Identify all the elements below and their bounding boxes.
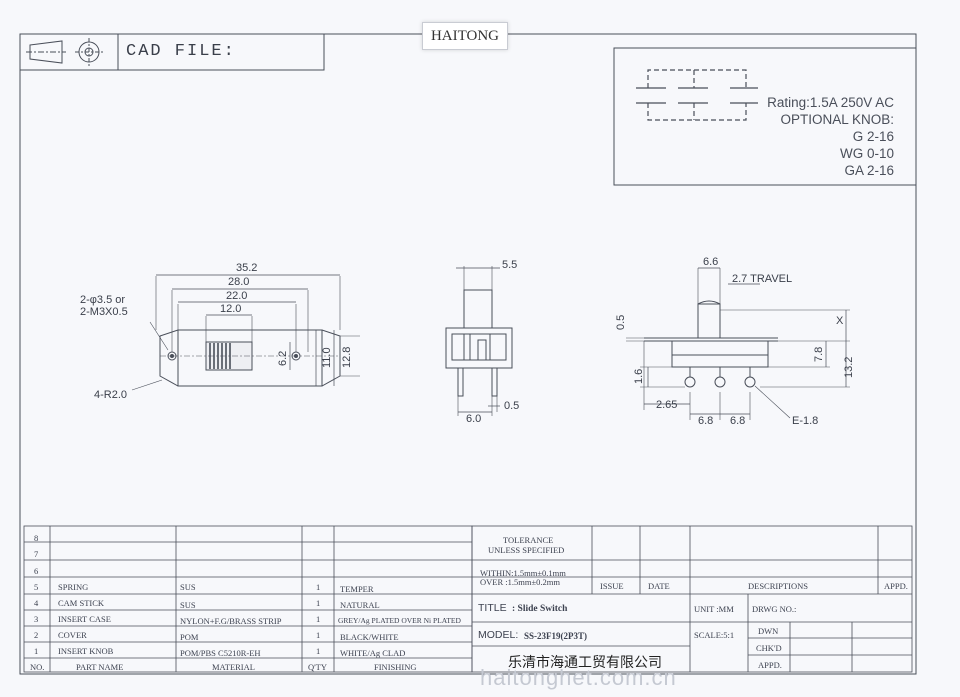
date-label: DATE <box>648 581 670 591</box>
part-qty: 1 <box>316 614 321 624</box>
part-finish: NATURAL <box>340 600 380 610</box>
right-dim-1-6: 1.6 <box>633 369 645 384</box>
header-finishing: FINISHING <box>374 662 417 672</box>
row-number: 4 <box>34 598 39 608</box>
rating-box <box>613 47 917 186</box>
part-material: POM <box>180 632 199 642</box>
knob-option-ga: GA 2-16 <box>844 163 894 178</box>
model-label: MODEL: <box>478 629 519 641</box>
row-number: 2 <box>34 630 39 640</box>
side-dim-0-5: 0.5 <box>504 400 519 412</box>
side-view <box>445 266 513 416</box>
hole-note-1: 2-φ3.5 or <box>80 294 125 306</box>
row-number: 8 <box>34 533 39 543</box>
part-qty: 1 <box>316 630 321 640</box>
part-qty: 1 <box>316 582 321 592</box>
right-dim-0-5: 0.5 <box>615 315 627 330</box>
rating-line: Rating:1.5A 250V AC <box>767 95 894 110</box>
part-name: SPRING <box>58 582 89 592</box>
row-number: 5 <box>34 582 39 592</box>
row-number: 1 <box>34 646 39 656</box>
circuit-schematic-icon <box>636 69 758 121</box>
dim-28-0: 28.0 <box>228 276 249 288</box>
right-dim-x: X <box>836 315 844 327</box>
side-dim-6-0: 6.0 <box>466 413 481 425</box>
right-travel: 2.7 TRAVEL <box>732 273 792 285</box>
title-value: : Slide Switch <box>512 604 568 614</box>
part-name: CAM STICK <box>58 598 105 608</box>
row-number: 6 <box>34 566 39 576</box>
row-number: 3 <box>34 614 39 624</box>
drwg-label: DRWG NO.: <box>752 604 797 614</box>
header-qty: Q'TY <box>308 662 328 672</box>
company-name: 乐清市海通工贸有限公司 <box>508 655 662 671</box>
rating-block: Rating:1.5A 250V AC OPTIONAL KNOB: G 2-1… <box>767 94 894 179</box>
hole-note-2: 2-M3X0.5 <box>80 306 128 318</box>
part-name: INSERT KNOB <box>58 646 114 656</box>
model-value: SS-23F19(2P3T) <box>524 631 587 641</box>
knob-option-wg: WG 0-10 <box>839 146 894 161</box>
chkd-label: CHK'D <box>756 643 782 653</box>
dwn-label: DWN <box>758 626 779 636</box>
dim-35-2: 35.2 <box>236 262 257 274</box>
part-material: POM/PBS C5210R-EH <box>180 648 261 658</box>
part-qty: 1 <box>316 646 321 656</box>
part-finish: GREY/Ag PLATED OVER Ni PLATED <box>338 616 461 625</box>
optional-knob-label: OPTIONAL KNOB: <box>780 112 894 127</box>
right-dim-2-65: 2.65 <box>656 399 677 411</box>
header-part-name: PART NAME <box>76 662 124 672</box>
dim-12-0: 12.0 <box>220 303 241 315</box>
front-view <box>131 274 360 391</box>
appd-bottom-label: APPD. <box>758 660 782 670</box>
part-material: SUS <box>180 582 196 592</box>
part-qty: 1 <box>316 598 321 608</box>
cad-file-label: CAD FILE: <box>126 42 236 61</box>
descriptions-label: DESCRIPTIONS <box>748 581 808 591</box>
right-dim-13-2: 13.2 <box>843 357 855 378</box>
unit-label: UNIT :MM <box>694 604 734 614</box>
appd-label: APPD. <box>884 581 908 591</box>
right-dim-e: E-1.8 <box>792 415 818 427</box>
right-view <box>626 267 850 420</box>
tolerance-within: WITHIN:1.5mm±0.1mm <box>480 568 566 578</box>
dim-6-2: 6.2 <box>277 351 289 366</box>
cad-header-box <box>19 33 325 71</box>
right-dim-7-8: 7.8 <box>813 347 825 362</box>
right-dim-6-8b: 6.8 <box>730 415 745 427</box>
tolerance-label: TOLERANCE <box>503 535 554 545</box>
issue-label: ISSUE <box>600 581 624 591</box>
header-material: MATERIAL <box>212 662 255 672</box>
right-dim-6-8a: 6.8 <box>698 415 713 427</box>
watermark: haitonghet.com.cn <box>480 665 677 690</box>
tolerance-over: OVER :1.5mm±0.2mm <box>480 577 560 587</box>
part-finish: WHITE/Ag CLAD <box>340 648 406 658</box>
part-finish: TEMPER <box>340 584 374 594</box>
part-material: NYLON+F.G/BRASS STRIP <box>180 616 282 626</box>
knob-option-g: G 2-16 <box>852 129 894 144</box>
row-number: 7 <box>34 549 39 559</box>
part-name: COVER <box>58 630 87 640</box>
tolerance-sub: UNLESS SPECIFIED <box>488 545 565 555</box>
title-label: TITLE <box>478 602 507 614</box>
projection-symbol-icon <box>26 38 103 66</box>
dim-11-0: 11.0 <box>321 347 333 368</box>
dim-22-0: 22.0 <box>226 290 247 302</box>
part-name: INSERT CASE <box>58 614 111 624</box>
radius-note: 4-R2.0 <box>94 389 127 401</box>
parts-table-grid <box>23 525 913 673</box>
scale-label: SCALE:5:1 <box>694 630 735 640</box>
side-dim-5-5: 5.5 <box>502 259 517 271</box>
part-finish: BLACK/WHITE <box>340 632 399 642</box>
part-material: SUS <box>180 600 196 610</box>
haitong-logo: HAITONG <box>422 22 508 50</box>
dim-12-8: 12.8 <box>341 347 353 368</box>
header-no: NO. <box>30 662 45 672</box>
right-dim-6-6: 6.6 <box>703 256 718 268</box>
